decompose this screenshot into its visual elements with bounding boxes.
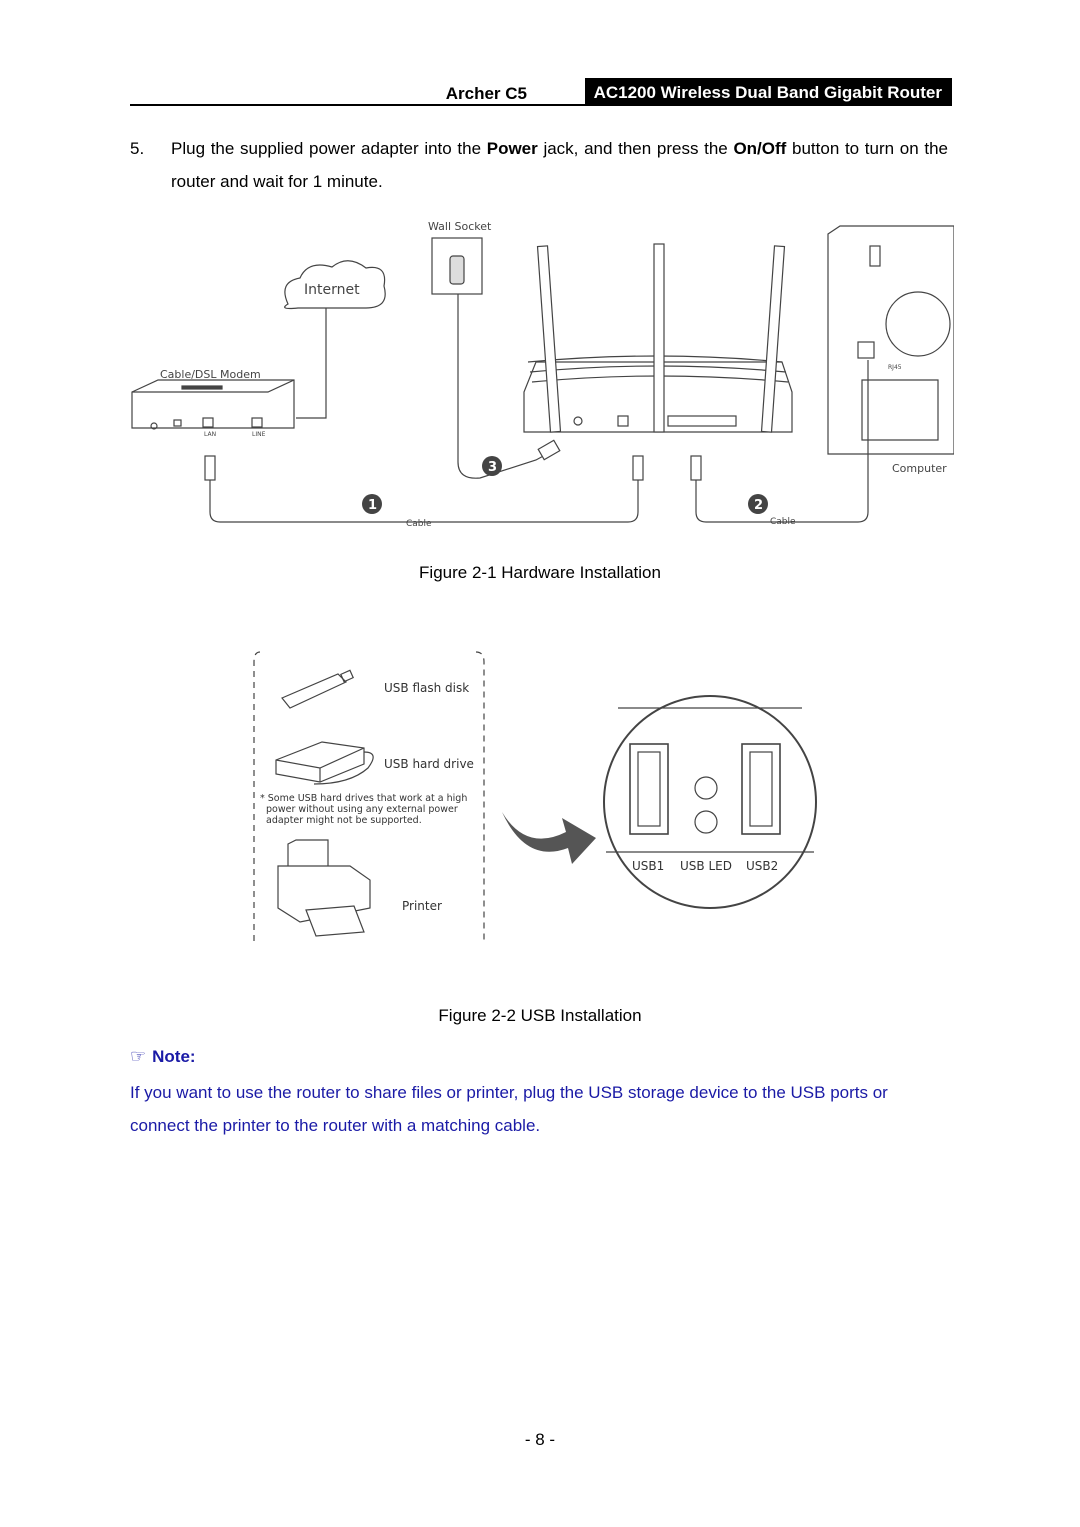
figure-2-caption: Figure 2-2 USB Installation — [438, 1006, 642, 1025]
note-body: If you want to use the router to share f… — [130, 1083, 888, 1135]
note-title-text: Note: — [152, 1047, 196, 1066]
header-rule — [130, 104, 952, 106]
modem-device — [131, 379, 295, 430]
rj45-label: RJ45 — [888, 364, 902, 371]
modem-line-port-label: LINE — [252, 431, 266, 438]
cable-1-plug-modem — [204, 455, 216, 481]
usb2-port-label: USB2 — [746, 859, 778, 873]
hardware-installation-diagram: Wall Socket Internet Cable/DSL Modem LAN… — [131, 220, 954, 529]
step-marker-2-text: 2 — [754, 498, 763, 513]
usb-flash-disk-image — [281, 669, 354, 709]
power-plug — [537, 439, 561, 461]
hdd-note-line-1: * Some USB hard drives that work at a hi… — [260, 793, 467, 804]
router-device — [523, 243, 793, 433]
step-5: 5. Plug the supplied power adapter into … — [130, 132, 948, 198]
usb-flash-disk-label: USB flash disk — [384, 681, 469, 695]
internet-cable — [296, 308, 327, 419]
router-usb-ports-closeup — [603, 695, 817, 909]
step-marker-3-text: 3 — [488, 460, 497, 475]
computer-tower — [827, 225, 954, 455]
wall-socket — [431, 237, 483, 295]
pointing-hand-icon: ☞ — [130, 1046, 147, 1066]
step-text-part: button to turn on the router and wait fo… — [171, 139, 948, 191]
device-panel-left-border — [253, 651, 261, 944]
step-marker-2 — [748, 494, 768, 514]
page-header: Archer C5 AC1200 Wireless Dual Band Giga… — [130, 78, 952, 106]
cable-2-plug-router — [690, 455, 702, 481]
device-panel-right-border — [475, 651, 485, 944]
power-term: Power — [486, 139, 538, 158]
usb-hard-drive-label: USB hard drive — [384, 757, 474, 771]
cable-1-plug-router — [632, 455, 644, 481]
step-text-part: jack, and then press the — [537, 139, 734, 158]
printer-label: Printer — [402, 899, 442, 913]
note-title: ☞ Note: — [130, 1046, 196, 1067]
step-marker-3 — [482, 456, 502, 476]
computer-label: Computer — [892, 462, 947, 475]
header-model: Archer C5 — [445, 84, 527, 103]
usb1-port-label: USB1 — [632, 859, 664, 873]
hdd-note-line-3: adapter might not be supported. — [266, 815, 422, 826]
step-text: Plug the supplied power adapter into the… — [171, 132, 948, 198]
header-product: AC1200 Wireless Dual Band Gigabit Router — [584, 78, 952, 106]
step-marker-1-text: 1 — [368, 498, 377, 513]
step-number: 5. — [130, 139, 145, 158]
modem-label: Cable/DSL Modem — [160, 368, 261, 381]
connect-arrow-icon — [502, 812, 596, 864]
cable-2-label: Cable — [770, 517, 796, 527]
step-marker-1 — [362, 494, 382, 514]
wall-socket-label: Wall Socket — [428, 220, 492, 233]
step-text-part: Plug the supplied power adapter into the — [171, 139, 487, 158]
usb-hard-drive-image — [275, 741, 374, 785]
cable-1-label: Cable — [406, 519, 432, 529]
usb-led-label: USB LED — [680, 859, 732, 873]
page-number: - 8 - — [524, 1430, 556, 1449]
usb-installation-diagram: USB flash disk USB hard drive * Some USB… — [253, 651, 817, 944]
printer-image — [277, 839, 371, 937]
internet-cloud — [284, 260, 386, 310]
onoff-term: On/Off — [733, 139, 787, 158]
figure-1-caption: Figure 2-1 Hardware Installation — [419, 563, 661, 582]
power-cable — [457, 294, 559, 479]
cable-2 — [695, 360, 869, 523]
modem-lan-port-label: LAN — [204, 431, 216, 438]
hdd-note-line-2: power without using any external power — [266, 804, 458, 815]
internet-label: Internet — [304, 282, 360, 298]
cable-1 — [209, 456, 639, 523]
